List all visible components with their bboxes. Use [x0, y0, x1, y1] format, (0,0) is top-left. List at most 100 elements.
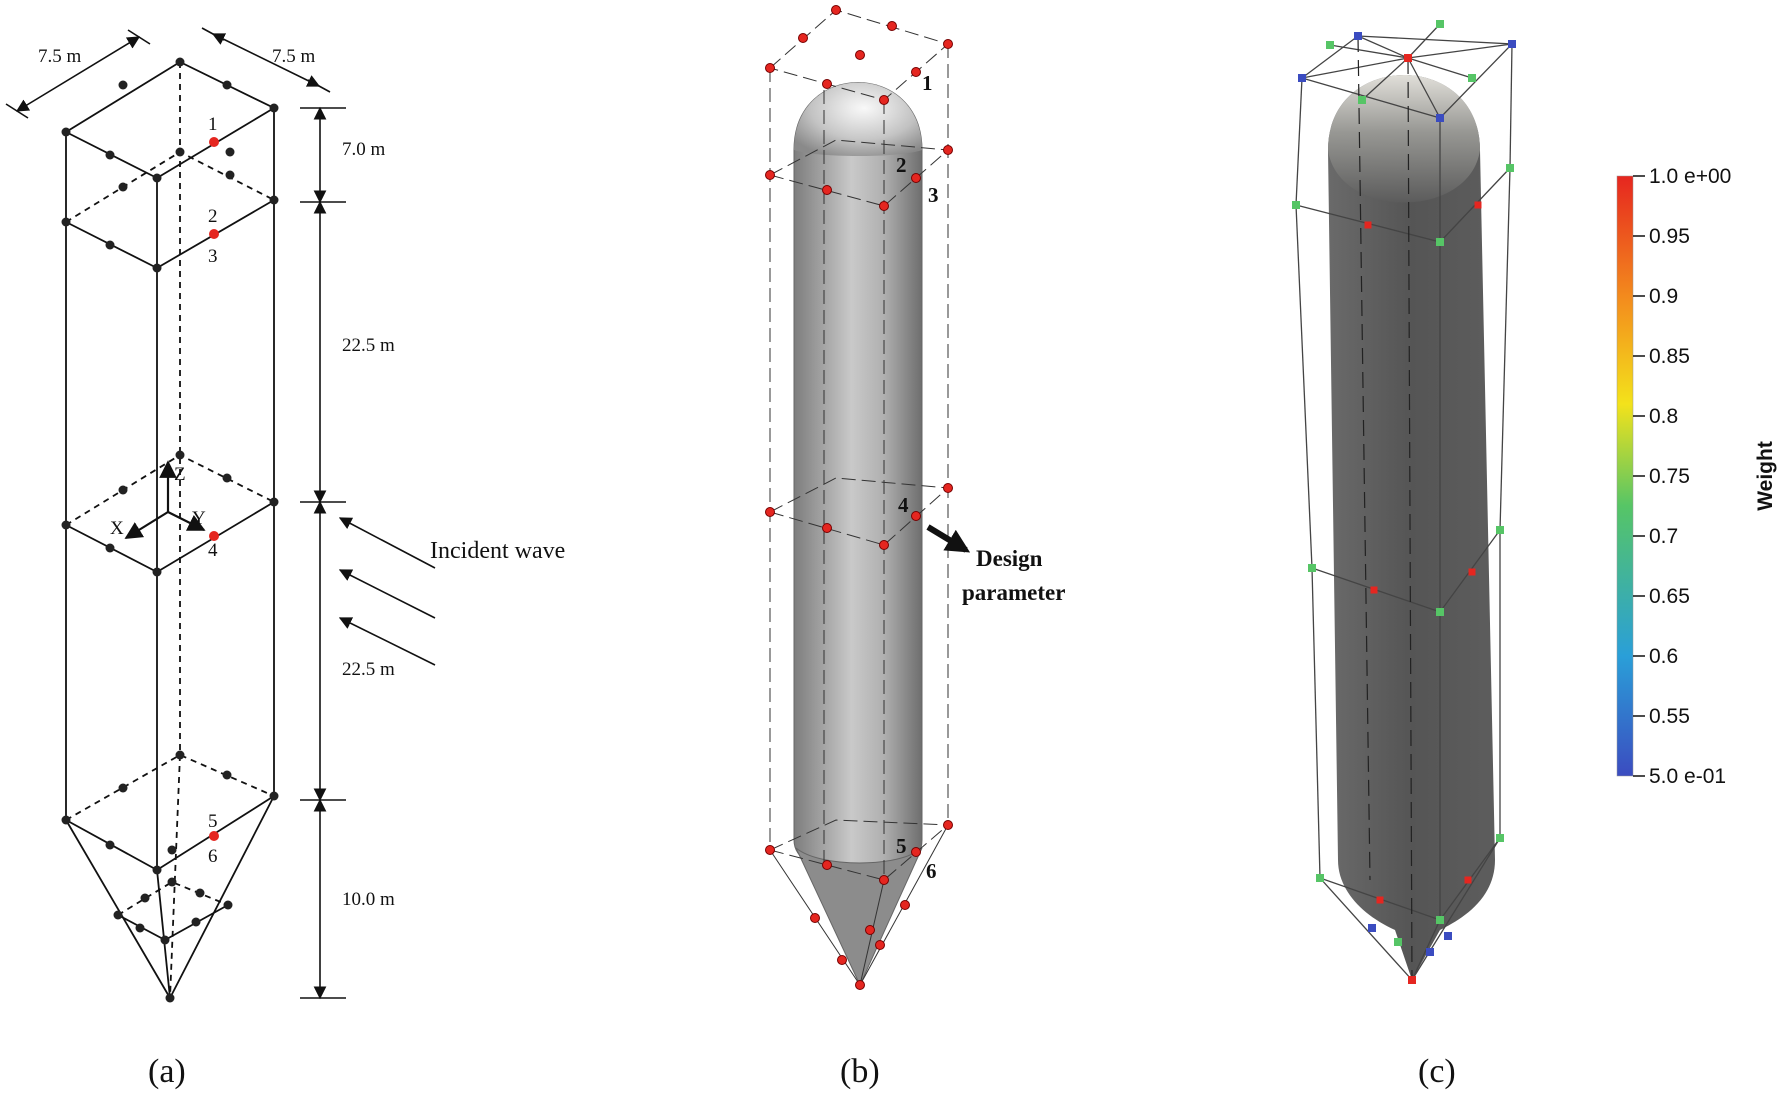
weight-point	[1292, 201, 1300, 209]
design-point	[765, 507, 775, 517]
weight-point	[1444, 932, 1452, 940]
dim-seg1: 7.0 m	[342, 139, 386, 160]
node-point	[175, 750, 185, 760]
a-point-label-2: 2	[208, 206, 218, 227]
b-point-label-6: 6	[926, 859, 937, 883]
incident-wave-label: Incident wave	[430, 538, 565, 564]
coordinate-axes	[124, 460, 206, 539]
design-point	[911, 173, 921, 183]
node-point	[225, 170, 235, 180]
design-point	[209, 137, 219, 147]
colorbar-tick-label: 5.0 e-01	[1649, 765, 1726, 788]
colorbar-title: Weight	[1754, 441, 1777, 511]
design-point	[798, 33, 808, 43]
design-point	[822, 523, 832, 533]
node-point	[61, 127, 71, 137]
node-point	[105, 150, 115, 160]
design-point	[765, 63, 775, 73]
node-point	[165, 993, 175, 1003]
box-edges	[65, 60, 276, 180]
design-point	[943, 820, 953, 830]
node-point	[269, 103, 279, 113]
panel-b	[769, 9, 950, 987]
design-point	[855, 980, 865, 990]
weight-point	[1468, 568, 1476, 576]
weight-point	[1436, 238, 1444, 246]
weight-point	[1326, 41, 1334, 49]
node-point	[269, 791, 279, 801]
weight-point	[1468, 74, 1476, 82]
node-point	[118, 485, 128, 495]
node-point	[167, 845, 177, 855]
colorbar-tick-label: 0.7	[1649, 525, 1678, 548]
b-point-label-4: 4	[898, 493, 909, 517]
colorbar-ticks: 1.0 e+000.950.90.850.80.750.70.650.60.55…	[1633, 165, 1731, 788]
weight-point	[1508, 40, 1516, 48]
b-point-label-3: 3	[928, 183, 939, 207]
colorbar-tick-label: 1.0 e+00	[1649, 165, 1731, 188]
weight-point	[1436, 20, 1444, 28]
node-point	[118, 182, 128, 192]
spar-dome-c	[1328, 75, 1480, 203]
weight-point	[1464, 876, 1472, 884]
node-point	[167, 877, 177, 887]
node-point	[105, 240, 115, 250]
weight-point	[1404, 54, 1412, 62]
design-point	[900, 900, 910, 910]
design-point	[209, 831, 219, 841]
caption-b: (b)	[840, 1053, 880, 1090]
design-point	[879, 540, 889, 550]
design-point	[879, 201, 889, 211]
colorbar-tick-label: 0.95	[1649, 225, 1690, 248]
b-point-label-5: 5	[896, 834, 907, 858]
weight-point	[1426, 948, 1434, 956]
a-point-label-4: 4	[208, 540, 218, 561]
weight-point	[1298, 74, 1306, 82]
design-point	[943, 39, 953, 49]
weight-point	[1358, 96, 1366, 104]
caption-c: (c)	[1418, 1053, 1456, 1090]
design-point	[855, 50, 865, 60]
design-point	[822, 185, 832, 195]
b-point-label-1: 1	[922, 71, 933, 95]
dim-seg4: 10.0 m	[342, 889, 395, 910]
design-point	[887, 21, 897, 31]
a-point-label-6: 6	[208, 846, 218, 867]
design-point	[911, 67, 921, 77]
axis-x-label: X	[110, 518, 124, 539]
node-point	[175, 450, 185, 460]
node-point	[152, 263, 162, 273]
design-label-line1: Design	[976, 546, 1043, 571]
design-parameter-arrow	[926, 524, 971, 553]
colorbar-tick-label: 0.9	[1649, 285, 1678, 308]
weight-point	[1364, 221, 1372, 229]
node-point	[222, 80, 232, 90]
node-point	[61, 217, 71, 227]
dim-seg3: 22.5 m	[342, 659, 395, 680]
weight-point	[1496, 526, 1504, 534]
node-point	[135, 923, 145, 933]
weight-point	[1496, 834, 1504, 842]
design-point	[765, 845, 775, 855]
weight-point	[1436, 608, 1444, 616]
b-point-label-2: 2	[896, 153, 907, 177]
design-point	[822, 860, 832, 870]
colorbar-tick-label: 0.65	[1649, 585, 1690, 608]
weight-point	[1316, 874, 1324, 882]
node-point	[152, 567, 162, 577]
node-point	[61, 815, 71, 825]
incident-wave-arrows	[338, 517, 436, 666]
axis-y-label: Y	[192, 508, 206, 529]
node-point	[160, 935, 170, 945]
dim-vertical	[300, 106, 346, 1000]
node-point	[152, 173, 162, 183]
colorbar-tick-label: 0.6	[1649, 645, 1678, 668]
colorbar-tick-label: 0.75	[1649, 465, 1690, 488]
weight-point	[1354, 32, 1362, 40]
node-point	[222, 473, 232, 483]
design-point	[822, 79, 832, 89]
spar-body-c	[1328, 75, 1495, 980]
node-point	[225, 147, 235, 157]
dim-top-left: 7.5 m	[38, 46, 82, 67]
